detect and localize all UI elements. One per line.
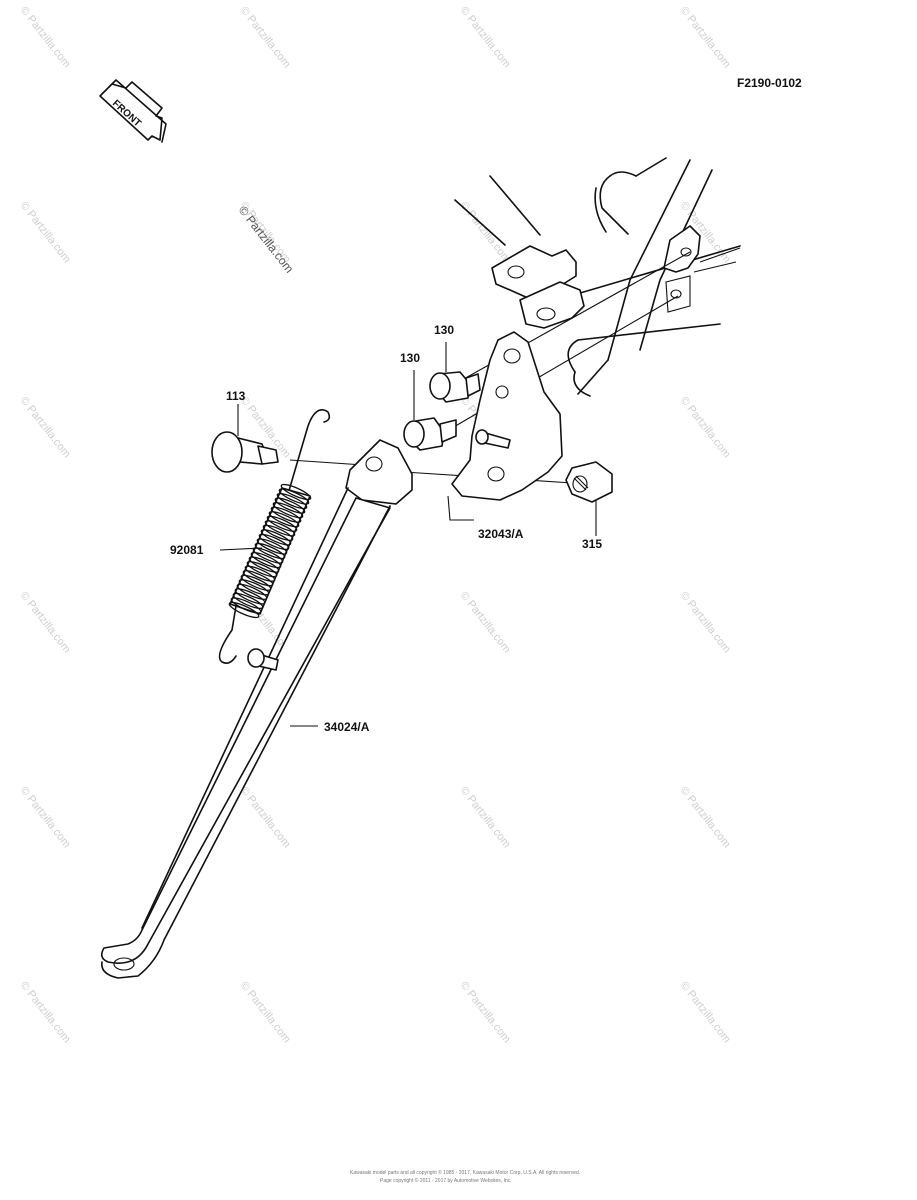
leader-lines	[219, 342, 597, 727]
part-label-113[interactable]: 113	[226, 389, 246, 403]
spring-92081	[218, 409, 331, 664]
spring-coil	[270, 506, 302, 523]
spring-coil	[230, 597, 262, 614]
spring-coil	[234, 588, 266, 605]
part-label-32043a[interactable]: 32043/A	[478, 527, 524, 541]
spring-coil	[242, 570, 274, 587]
stand-bracket	[451, 331, 563, 501]
part-label-315[interactable]: 315	[582, 537, 602, 551]
part-label-130-upper[interactable]: 130	[434, 323, 454, 337]
spring-coil	[248, 556, 280, 573]
spring-coil	[276, 492, 308, 510]
spring-coil	[240, 574, 272, 591]
watermark-repeat: © Partzilla.com	[238, 4, 293, 70]
watermark-repeat: © Partzilla.com	[18, 394, 73, 460]
part-label-92081[interactable]: 92081	[170, 543, 204, 557]
watermark-repeat: © Partzilla.com	[678, 979, 733, 1045]
spring-coil	[258, 533, 290, 551]
figure-code: F2190-0102	[737, 76, 802, 90]
spring-coil	[268, 511, 300, 528]
spring-coil	[228, 601, 260, 619]
front-arrow-icon: FRONT	[99, 79, 167, 143]
part-label-34024a[interactable]: 34024/A	[324, 720, 370, 734]
copyright-line-1: Kawasaki model parts and all copyright ©…	[350, 1169, 580, 1176]
spring-coil	[254, 542, 286, 560]
watermark-repeat: © Partzilla.com	[678, 784, 733, 850]
spring-coil	[244, 565, 276, 582]
pivot-bolt-113	[211, 431, 279, 473]
watermark-repeat: © Partzilla.com	[458, 4, 513, 70]
bolt-130-upper	[429, 371, 481, 403]
watermark-repeat: © Partzilla.com	[18, 784, 73, 850]
spring-coil	[264, 520, 296, 537]
spring-coil	[250, 551, 282, 569]
spring-coil	[238, 579, 270, 596]
side-stand-34024	[100, 439, 413, 979]
watermark-repeat: © Partzilla.com	[238, 784, 293, 850]
spring-coil	[246, 561, 278, 578]
watermark-repeat: © Partzilla.com	[678, 589, 733, 655]
watermark-repeat: © Partzilla.com	[458, 979, 513, 1045]
watermark-repeat: © Partzilla.com	[238, 979, 293, 1045]
partzilla-watermark: © Partzilla.com	[236, 203, 297, 275]
frame-tubes	[454, 157, 741, 397]
watermark-repeat: © Partzilla.com	[678, 394, 733, 460]
copyright-line-2: Page copyright © 2011 - 2017 by Automoti…	[380, 1177, 512, 1184]
watermark-repeat: © Partzilla.com	[458, 589, 513, 655]
part-label-130-lower[interactable]: 130	[400, 351, 420, 365]
spring-coil	[280, 483, 312, 501]
spring-coil	[236, 583, 268, 600]
spring-coil	[256, 538, 288, 555]
nut-315	[565, 461, 613, 503]
watermark-repeat: © Partzilla.com	[18, 199, 73, 265]
spring-coil	[252, 547, 284, 564]
watermark-repeat: © Partzilla.com	[678, 4, 733, 70]
bolt-130-lower	[403, 417, 457, 451]
spring-coil	[262, 524, 294, 541]
spring-coil	[274, 497, 306, 514]
watermark-repeat: © Partzilla.com	[458, 784, 513, 850]
spring-coil	[272, 502, 304, 519]
watermark-repeat: © Partzilla.com	[18, 4, 73, 70]
spring-coil	[266, 515, 298, 532]
spring-coil	[232, 592, 264, 610]
spring-coil	[260, 529, 292, 546]
spring-coil	[278, 488, 310, 505]
watermark-repeat: © Partzilla.com	[18, 979, 73, 1045]
watermark-repeat: © Partzilla.com	[18, 589, 73, 655]
